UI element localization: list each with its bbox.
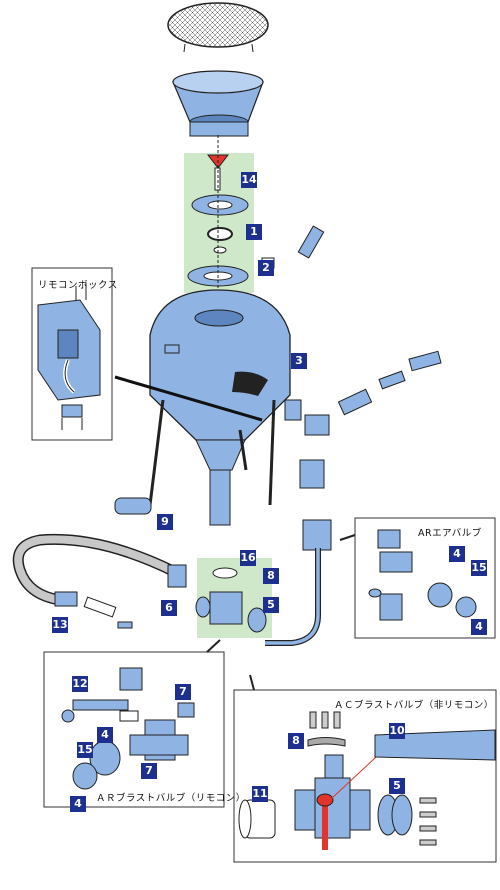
pressure-tank — [148, 257, 291, 526]
part-badge-6: 6 — [161, 600, 177, 616]
part-badge-12: 12 — [72, 676, 88, 692]
ar-blast-valve-remote-drawing — [61, 667, 195, 790]
part-badge-3: 3 — [291, 353, 307, 369]
remote-box-drawing — [37, 283, 101, 430]
part-badge-4a: 4 — [449, 546, 465, 562]
screen-mesh — [167, 2, 269, 53]
part-badge-15b: 15 — [77, 742, 93, 758]
part-badge-10: 10 — [389, 723, 405, 739]
part-badge-16: 16 — [240, 550, 256, 566]
part-badge-5b: 5 — [389, 778, 405, 794]
part-badge-4b: 4 — [471, 619, 487, 635]
part-badge-7b: 7 — [141, 763, 157, 779]
part-badge-4c: 4 — [97, 727, 113, 743]
part-badge-9: 9 — [157, 514, 173, 530]
part-badge-8a: 8 — [263, 568, 279, 584]
part-badge-5a: 5 — [263, 597, 279, 613]
part-badge-14: 14 — [241, 172, 257, 188]
top-valve-parts — [187, 135, 249, 300]
label-ar-air-valve: ARエアバルブ — [418, 528, 482, 539]
blast-hose — [12, 533, 178, 629]
part-badge-2: 2 — [258, 260, 274, 276]
part-badge-13: 13 — [52, 617, 68, 633]
part-badge-15a: 15 — [471, 560, 487, 576]
part-badge-7a: 7 — [175, 684, 191, 700]
ar-air-valve-drawing — [368, 529, 477, 621]
label-remote-box: リモコンボックス — [38, 280, 118, 291]
part-badge-11: 11 — [252, 786, 268, 802]
label-ar-blast-valve-remote: ＡＲブラストバルブ（リモコン） — [96, 793, 246, 804]
part-badge-4d: 4 — [70, 796, 86, 812]
part-badge-1: 1 — [246, 224, 262, 240]
air-plumbing-right — [265, 225, 442, 646]
blast-valve-assembly — [114, 497, 267, 633]
funnel-hopper — [172, 70, 264, 137]
label-ac-blast-valve-nonremote: ＡＣブラストバルブ（非リモコン） — [334, 700, 494, 711]
ac-blast-valve-drawing — [238, 711, 496, 850]
part-badge-8b: 8 — [288, 733, 304, 749]
